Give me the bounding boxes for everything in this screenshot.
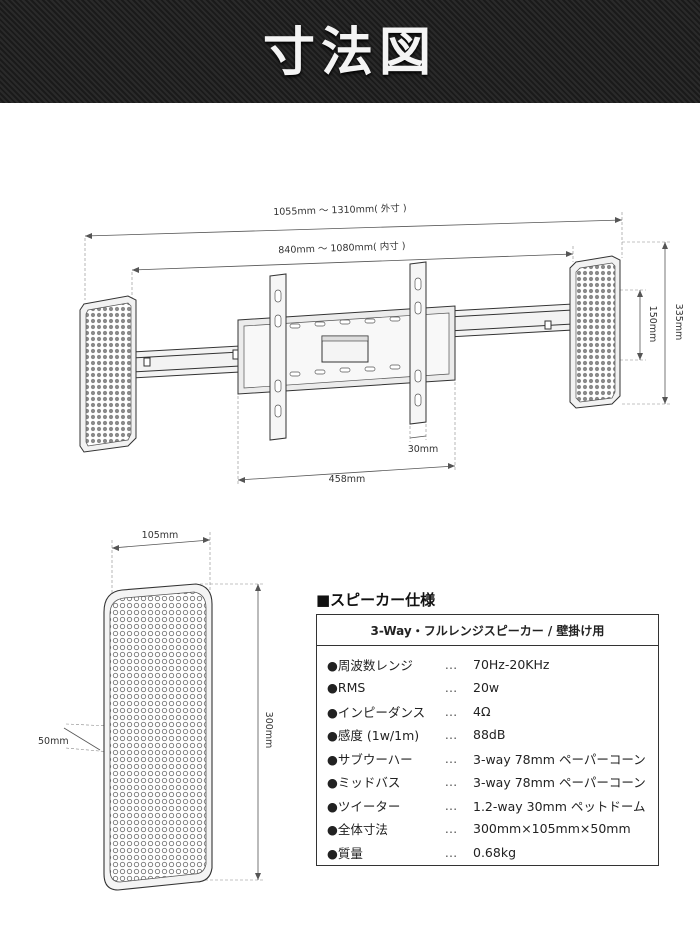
spec-row: ●インピーダンス … 4Ω — [327, 700, 491, 722]
spec-separator: … — [444, 727, 458, 742]
spec-value: 3-way 78mm ペーパーコーン — [473, 751, 646, 767]
page-title: 寸法図 — [262, 22, 437, 83]
spec-key: ●全体寸法 — [327, 822, 388, 837]
dim-height-slot: 150mm — [647, 306, 658, 343]
spec-separator: … — [444, 703, 458, 719]
dim-bracket-width: 30mm — [408, 444, 439, 455]
dim-speaker-width: 105mm — [142, 530, 179, 541]
dim-base-width: 458mm — [329, 474, 366, 485]
spec-table: 3-Way・フルレンジスピーカー / 壁掛け用 ●周波数レンジ … 70Hz-20K… — [316, 614, 659, 866]
spec-row: ●ミッドバス … 3-way 78mm ペーパーコーン — [327, 771, 646, 793]
spec-key: ●ツイーター — [327, 798, 401, 814]
spec-row: ●質量 … 0.68kg — [327, 841, 516, 863]
spec-value: 20w — [473, 680, 500, 695]
spec-key: ●質量 — [327, 845, 363, 861]
spec-separator: … — [444, 680, 458, 695]
spec-value: 0.68kg — [473, 844, 517, 860]
spec-row: ●ツイーター … 1.2-way 30mm ペットドーム — [327, 794, 646, 816]
header-banner: 寸法図 — [0, 0, 700, 103]
spec-key: ●感度 (1w/1m) — [327, 728, 420, 743]
spec-row: ●RMS … 20w — [327, 677, 499, 699]
dim-height-total: 335mm — [673, 304, 684, 341]
spec-separator: … — [444, 750, 458, 766]
spec-heading: ■スピーカー仕様 — [316, 591, 436, 609]
dim-inner: 840mm ～ 1080mm( 内寸 ) — [278, 240, 406, 256]
spec-row: ●サブウーハー … 3-way 78mm ペーパーコーン — [327, 747, 646, 769]
spec-separator: … — [444, 821, 458, 836]
dim-outer: 1055mm ～ 1310mm( 外寸 ) — [273, 202, 407, 218]
spec-value: 88dB — [473, 727, 506, 742]
spec-separator: … — [444, 656, 458, 672]
spec-key: ●周波数レンジ — [327, 657, 413, 673]
spec-value: 4Ω — [473, 703, 491, 719]
spec-key: ●ミッドバス — [327, 775, 401, 790]
dim-speaker-height: 300mm — [263, 712, 274, 749]
spec-key: ●インピーダンス — [327, 704, 426, 720]
spec-separator: … — [444, 797, 458, 813]
spec-separator: … — [444, 844, 458, 860]
speaker-front-view — [63, 532, 264, 891]
spec-row: ●全体寸法 … 300mm×105mm×50mm — [327, 818, 631, 840]
spec-separator: … — [444, 774, 458, 789]
spec-key: ●サブウーハー — [327, 751, 413, 767]
wall-mount-assembly — [79, 212, 670, 484]
spec-subtitle: 3-Way・フルレンジスピーカー / 壁掛け用 — [317, 615, 658, 646]
spec-row: ●感度 (1w/1m) … 88dB — [327, 724, 505, 746]
spec-value: 300mm×105mm×50mm — [473, 821, 631, 836]
spec-row: ●周波数レンジ … 70Hz-20KHz — [327, 653, 549, 675]
spec-value: 70Hz-20KHz — [473, 656, 550, 672]
dim-speaker-depth: 50mm — [38, 736, 69, 747]
spec-value: 1.2-way 30mm ペットドーム — [473, 798, 646, 814]
spec-value: 3-way 78mm ペーパーコーン — [473, 775, 646, 790]
spec-key: ●RMS — [327, 680, 366, 695]
